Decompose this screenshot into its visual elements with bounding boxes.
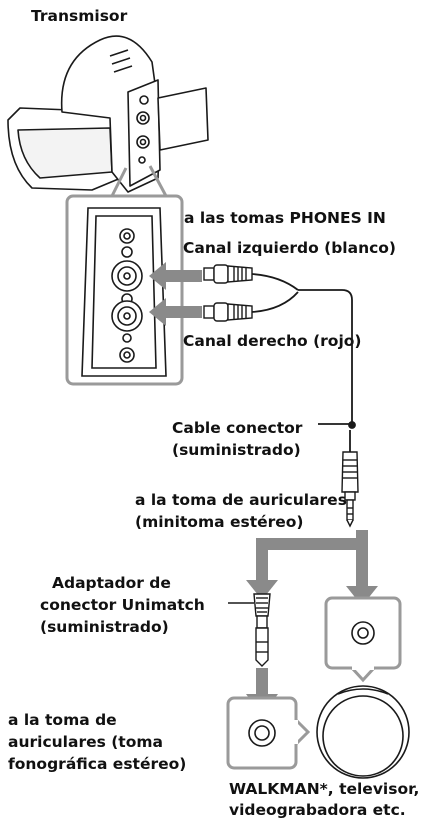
adapter-label-line3: (suministrado) bbox=[40, 618, 169, 636]
devices-label-line2: videograbadora etc. bbox=[229, 801, 406, 819]
connecting-cable bbox=[251, 273, 356, 452]
transmitter-unit bbox=[7, 35, 209, 193]
headphone-jack-label-line1: a la toma de auriculares bbox=[135, 491, 347, 509]
right-channel-label: Canal derecho (rojo) bbox=[183, 332, 362, 350]
stereo-jack-label-line1: a la toma de bbox=[8, 711, 117, 729]
minijack-callout bbox=[324, 596, 402, 683]
stereo-jack-callout bbox=[226, 696, 311, 770]
unimatch-adapter bbox=[228, 593, 271, 667]
mini-plug bbox=[341, 451, 359, 528]
transmitter-label: Transmisor bbox=[31, 7, 128, 25]
rca-plug-red bbox=[203, 302, 253, 322]
jack-panel-closeup bbox=[81, 207, 167, 377]
adapter-label-line1: Adaptador de bbox=[52, 574, 171, 592]
stereo-jack-label-line2: auriculares (toma bbox=[8, 733, 163, 751]
headphone-jack-label-line2: (minitoma estéreo) bbox=[135, 513, 304, 531]
stereo-jack-label-line3: fonográfica estéreo) bbox=[8, 755, 187, 773]
phones-in-label: a las tomas PHONES IN bbox=[184, 209, 386, 227]
cable-label-line1: Cable conector bbox=[172, 419, 303, 437]
arrow-left-channel bbox=[149, 262, 202, 290]
arrow-right-channel bbox=[149, 298, 202, 326]
transmitter-callout bbox=[65, 165, 184, 386]
cable-label-line2: (suministrado) bbox=[172, 441, 301, 459]
devices-label-line1: WALKMAN*, televisor, bbox=[229, 780, 420, 798]
adapter-label-line2: conector Unimatch bbox=[40, 596, 205, 614]
walkman-device bbox=[316, 685, 410, 779]
left-channel-label: Canal izquierdo (blanco) bbox=[183, 239, 397, 257]
arrow-to-minijack bbox=[256, 530, 378, 606]
rca-plug-white bbox=[203, 264, 253, 284]
arrow-to-adapter bbox=[246, 538, 278, 600]
